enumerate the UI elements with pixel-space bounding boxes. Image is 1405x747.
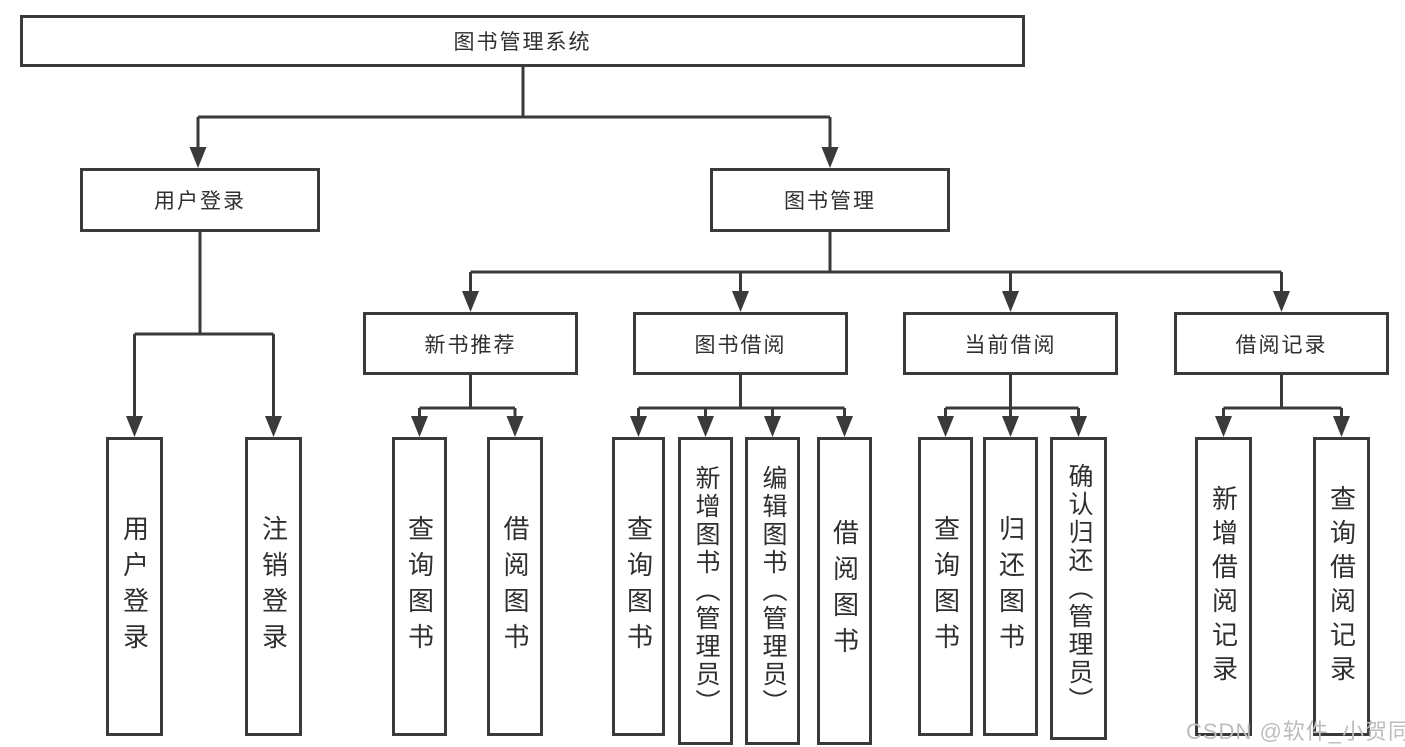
arrow-down-icon: [411, 416, 428, 437]
node-leaf-add-borrow-record-label: 新增借阅记录: [1208, 484, 1239, 689]
arrow-down-icon: [1273, 291, 1290, 312]
arrow-down-icon: [1070, 416, 1087, 437]
node-current-borrowing: 当前借阅: [903, 312, 1118, 375]
node-leaf-add-book-admin: 新增图书（管理员）: [678, 437, 733, 745]
node-leaf-query-borrow-record: 查询借阅记录: [1313, 437, 1370, 736]
node-leaf-logout: 注销登录: [245, 437, 302, 736]
arrow-down-icon: [506, 416, 524, 437]
arrow-down-icon: [1215, 416, 1232, 437]
arrow-down-icon: [821, 147, 839, 168]
node-leaf-borrow-book-1-label: 借阅图书: [500, 514, 530, 659]
node-leaf-query-book-3: 查询图书: [918, 437, 973, 736]
arrow-down-icon: [697, 416, 714, 437]
node-leaf-user-login-label: 用户登录: [119, 514, 150, 659]
node-new-book-recommend-label: 新书推荐: [424, 333, 517, 357]
node-leaf-confirm-return-admin-label: 确认归还（管理员）: [1065, 462, 1093, 715]
node-user-login-label: 用户登录: [154, 190, 246, 213]
node-book-management: 图书管理: [710, 168, 950, 232]
arrow-down-icon: [265, 416, 282, 437]
arrow-down-icon: [1002, 291, 1019, 312]
node-leaf-query-book-2: 查询图书: [612, 437, 665, 736]
node-leaf-logout-label: 注销登录: [258, 514, 289, 659]
node-book-borrowing-label: 图书借阅: [694, 333, 787, 357]
node-leaf-return-book-label: 归还图书: [995, 514, 1026, 659]
node-leaf-add-book-admin-label: 新增图书（管理员）: [692, 465, 720, 717]
node-leaf-add-borrow-record: 新增借阅记录: [1195, 437, 1252, 736]
node-leaf-user-login: 用户登录: [106, 437, 163, 736]
node-leaf-query-book-1-label: 查询图书: [404, 514, 435, 659]
node-leaf-borrow-book-2-label: 借阅图书: [829, 519, 860, 663]
arrow-down-icon: [1002, 416, 1019, 437]
arrow-down-icon: [126, 416, 143, 437]
arrow-down-icon: [764, 416, 781, 437]
arrow-down-icon: [462, 291, 479, 312]
node-book-borrowing: 图书借阅: [633, 312, 848, 375]
node-leaf-borrow-book-1: 借阅图书: [487, 437, 543, 736]
node-root-label: 图书管理系统: [453, 31, 592, 54]
node-leaf-query-book-3-label: 查询图书: [930, 514, 961, 659]
arrow-down-icon: [189, 147, 207, 168]
arrow-down-icon: [1333, 416, 1350, 437]
arrow-down-icon: [937, 416, 954, 437]
node-borrow-records: 借阅记录: [1174, 312, 1389, 375]
node-user-login: 用户登录: [80, 168, 320, 232]
arrow-down-icon: [836, 416, 853, 437]
node-leaf-query-book-2-label: 查询图书: [623, 514, 654, 659]
node-leaf-confirm-return-admin: 确认归还（管理员）: [1050, 437, 1107, 740]
node-leaf-edit-book-admin: 编辑图书（管理员）: [745, 437, 800, 745]
node-book-management-label: 图书管理: [784, 190, 876, 213]
node-leaf-borrow-book-2: 借阅图书: [817, 437, 872, 745]
arrow-down-icon: [630, 416, 647, 437]
node-leaf-query-borrow-record-label: 查询借阅记录: [1326, 484, 1357, 689]
arrow-down-icon: [732, 291, 749, 312]
node-current-borrowing-label: 当前借阅: [964, 333, 1057, 357]
node-borrow-records-label: 借阅记录: [1235, 333, 1328, 357]
node-leaf-query-book-1: 查询图书: [392, 437, 447, 736]
node-new-book-recommend: 新书推荐: [363, 312, 578, 375]
node-leaf-edit-book-admin-label: 编辑图书（管理员）: [759, 465, 787, 717]
watermark: CSDN @软件_小贺同学: [1186, 719, 1405, 744]
node-leaf-return-book: 归还图书: [983, 437, 1038, 736]
node-root: 图书管理系统: [20, 15, 1025, 67]
